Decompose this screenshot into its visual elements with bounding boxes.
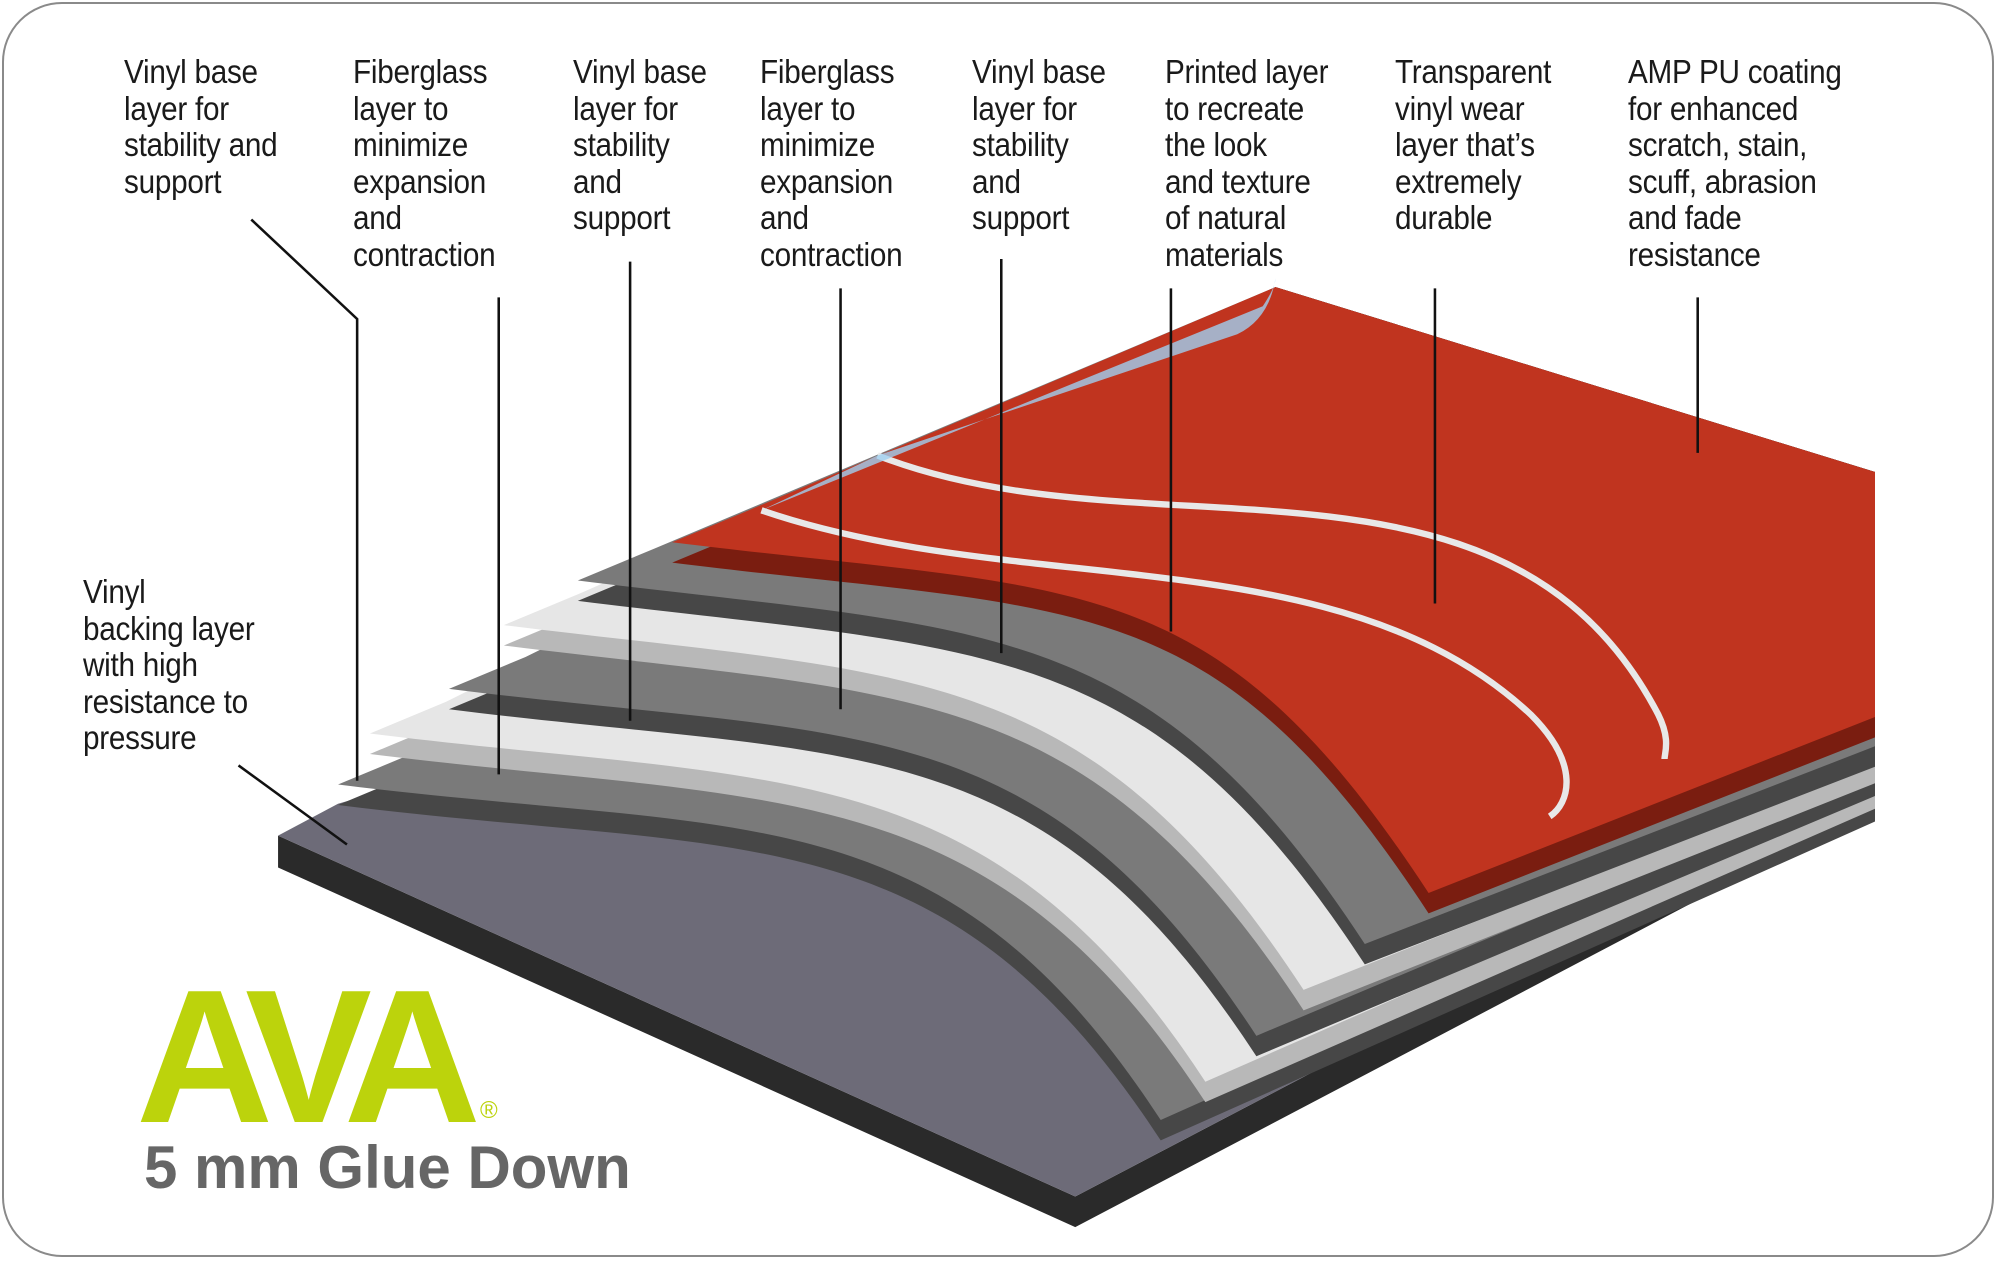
wear-layer-top	[761, 278, 1276, 511]
label-vinyl-base-3: Vinyl base layer for stability and suppo…	[972, 53, 1106, 236]
coating-edge	[876, 452, 1670, 760]
label-vinyl-base-2: Vinyl base layer for stability and suppo…	[573, 53, 707, 236]
label-backing-layer: Vinyl backing layer with high resistance…	[83, 573, 255, 756]
base-plate-edge	[278, 780, 1869, 1228]
label-pu-coating: AMP PU coating for enhanced scratch, sta…	[1628, 53, 1842, 273]
wear-layer-edge	[760, 507, 1570, 820]
registered-mark: ®	[480, 1097, 498, 1124]
label-fiberglass-1: Fiberglass layer to minimize expansion a…	[353, 53, 496, 273]
label-fiberglass-2: Fiberglass layer to minimize expansion a…	[760, 53, 903, 273]
printed-layer	[672, 287, 1875, 893]
label-wear-layer: Transparent vinyl wear layer that’s extr…	[1395, 53, 1552, 236]
label-vinyl-base-1: Vinyl base layer for stability and suppo…	[124, 53, 278, 200]
leader-lines	[237, 218, 1699, 846]
ava-logo: AVA	[136, 951, 481, 1163]
label-printed-layer: Printed layer to recreate the look and t…	[1165, 53, 1329, 273]
product-name: 5 mm Glue Down	[144, 1134, 631, 1201]
